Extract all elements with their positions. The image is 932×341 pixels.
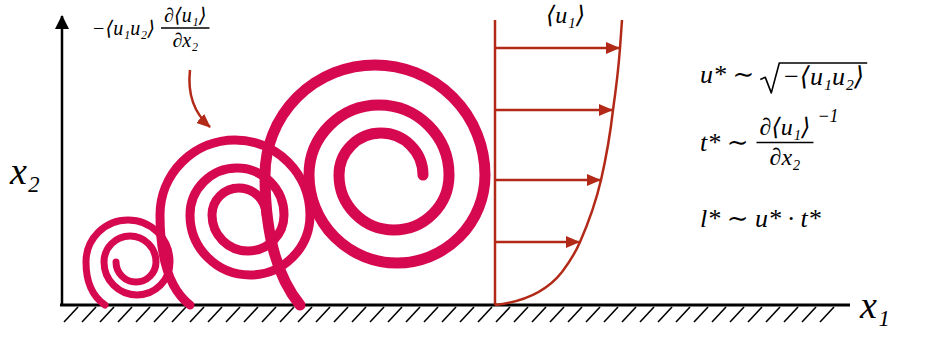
fraction-denominator: ∂x₂ <box>770 144 801 172</box>
axis-label: x₁ <box>860 284 890 328</box>
wall-line <box>60 304 850 307</box>
exponent: −1 <box>817 106 838 127</box>
radical-sign <box>760 63 867 93</box>
radicand: −⟨u₁u₂⟩ <box>782 62 864 92</box>
velocity-profile <box>495 20 622 305</box>
callout-arrow <box>189 70 210 127</box>
axis-label: x₂ <box>10 150 40 194</box>
fraction-bar <box>757 142 814 144</box>
mean-velocity-label: ⟨u₁⟩ <box>546 2 585 30</box>
time-scale: t* ∼ <box>700 128 749 158</box>
fraction-bar <box>161 27 209 29</box>
wall-hatching <box>64 307 834 322</box>
x2-axis <box>61 16 64 306</box>
fraction-denominator: ∂x₂ <box>172 29 198 52</box>
length-scale: l* ∼ u* · t* <box>700 204 821 234</box>
fraction-numerator: ∂⟨u₁⟩ <box>164 4 206 27</box>
fraction-numerator: ∂⟨u₁⟩ <box>760 114 811 142</box>
eddy-swirls <box>86 65 485 305</box>
velocity-scale: u* ∼ <box>700 60 754 90</box>
production-term: −⟨u₁u₂⟩ <box>92 17 155 40</box>
